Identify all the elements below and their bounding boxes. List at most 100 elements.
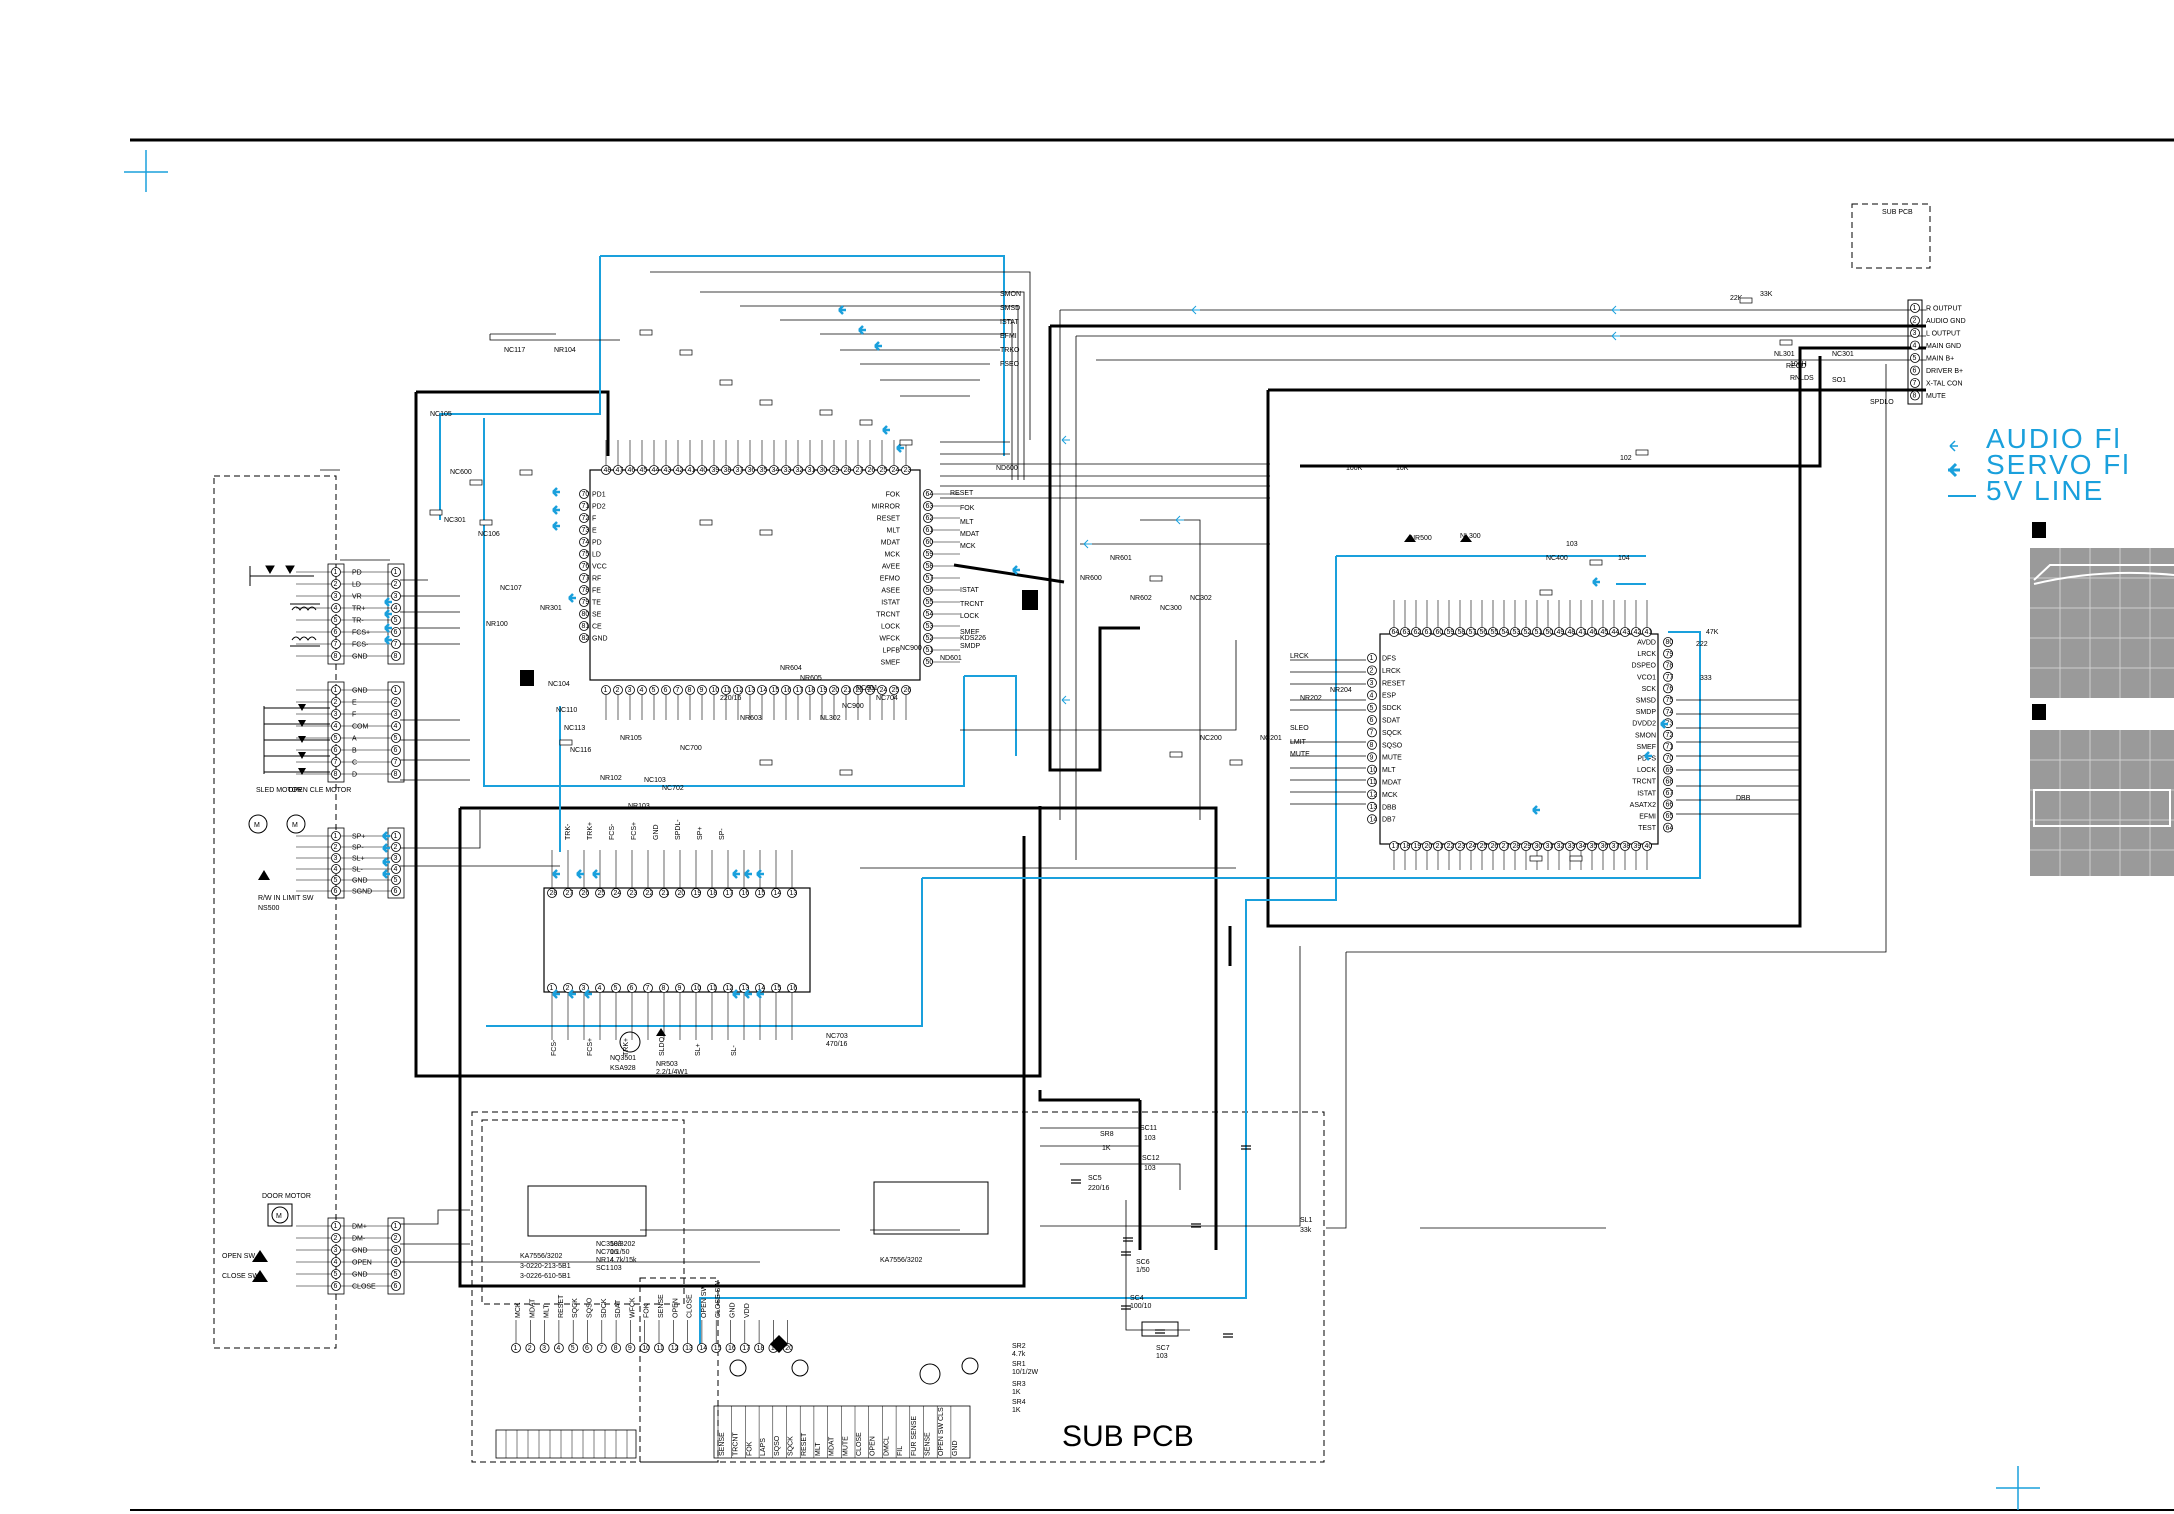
sub-bottom-label: GND [952,1440,959,1456]
pin-number: 14 [760,687,768,694]
driver-part-r: NR503 [656,1061,678,1068]
pin-pad [331,886,341,896]
pin-number: 5 [1913,355,1917,362]
photo-pin-label: D [352,772,357,779]
component-ref: NC104 [548,681,570,688]
pin-pad [1367,665,1377,676]
pin-number: 18 [808,687,816,694]
pin-pad [853,685,863,695]
pin-pad [1466,841,1476,851]
pin-number: 60 [1436,629,1444,636]
dsp-right-pin-label: AVDD [1637,640,1656,647]
pin-pad [331,757,341,767]
pin-pad [1587,627,1597,637]
pin-number: 22 [856,687,864,694]
signal-label: SPDLO [1870,399,1894,406]
pin-number: 52 [926,635,934,642]
pin-number: 75 [582,551,590,558]
signal-label: SMON [1000,291,1021,298]
pin-number: 46 [1590,629,1598,636]
component-ref: 104 [1618,555,1630,562]
pin-pad [829,465,839,475]
pin-number: 4 [394,605,398,612]
pin-pad [391,875,401,885]
pin-number: 1 [394,1223,398,1230]
pin-number: 8 [1370,742,1374,749]
sub-component-ref: 1K [1012,1389,1021,1396]
pin-pad [579,501,589,511]
pin-number: 12 [671,1345,679,1352]
pin-pad [1565,841,1575,851]
pin-number: 2 [394,1235,398,1242]
pin-pad [654,1343,664,1353]
pickup-pin-label: GND [352,654,368,661]
pickup-pin-label: PD [352,570,362,577]
motor-symbols: M M SLED MOTOR OPEN CLE MOTOR R/W IN LIM… [222,787,351,1282]
pin-pad [582,1343,593,1353]
pin-pad [1543,841,1553,851]
photo-pin-label: GND [352,688,368,695]
pin-pad [1565,627,1575,637]
pin-pad [331,721,341,731]
servo-arrow-icon [756,869,764,879]
sub-bottom-label: OPEN [870,1436,877,1456]
pin-pad [331,639,341,649]
pin-pad [391,886,401,896]
pin-pad [1663,787,1673,798]
pin-pad [661,465,671,475]
component-glyph [1529,855,1543,862]
driver-parts: NQ3501 KSA928 NR503 2.2/1/4W1 NC703 470/… [610,1028,848,1076]
servo-left-pin-label: E [592,528,597,535]
dsp-left-pin-label: MCK [1382,792,1398,799]
pin-pad [659,983,669,993]
sub-component-ref: SC11 [1140,1125,1157,1132]
component-ref: NC700 [680,745,702,752]
component-ref: NC103 [644,777,666,784]
pin-number: 12 [1370,792,1378,799]
pin-number: 3 [1370,680,1374,687]
dsp-left-pin-label: SDAT [1382,718,1401,725]
pin-number: 2 [1370,668,1374,675]
motor-pin-label: SP+ [352,834,365,841]
pin-number: 64 [926,491,934,498]
pin-number: 2 [394,844,398,851]
mcu-pin-label: OPEN SW [701,1285,708,1318]
pin-number: 74 [582,539,590,546]
sub-component-ref: SL1 [1300,1217,1313,1224]
pin-pad [547,983,557,993]
pin-pad [595,983,605,993]
pin-pad [1631,627,1641,637]
pin-number: 17 [742,1345,750,1352]
pin-pad [1367,653,1377,663]
pin-pad [923,537,933,547]
mcu-pin-label: MDAT [529,1298,536,1318]
dsp-right-pin-label: LRCK [1637,651,1656,658]
pin-number: 10 [712,687,720,694]
sub-component-ref: 10uH [1790,361,1807,368]
pin-pad [1367,764,1377,775]
pin-pad [391,769,401,779]
ic-part-ref: 103 [610,1265,622,1272]
pin-pad [331,579,341,589]
pin-number: 3 [394,593,398,600]
dsp-right-pin-label: SMSD [1636,698,1656,705]
pin-pad [901,465,911,475]
driver-bottom-label: SL+ [695,1043,702,1056]
pin-number: 1 [604,687,608,694]
legend-audio: AUDIO Fl [1986,423,2122,454]
pin-pad [625,685,635,695]
signal-label: EFMI [1000,333,1017,340]
pin-number: 77 [1666,674,1674,681]
pin-number: 17 [1392,843,1400,850]
pin-number: 9 [678,985,682,992]
dsp-left-pin-label: RESET [1382,680,1406,687]
component-ref: NR103 [628,803,650,810]
sub-component-ref: SR3 [1012,1381,1026,1388]
svg-text:M: M [276,1213,282,1220]
pin-pad [1367,739,1377,750]
component-ref: NR601 [1110,555,1132,562]
pin-number: 79 [582,599,590,606]
